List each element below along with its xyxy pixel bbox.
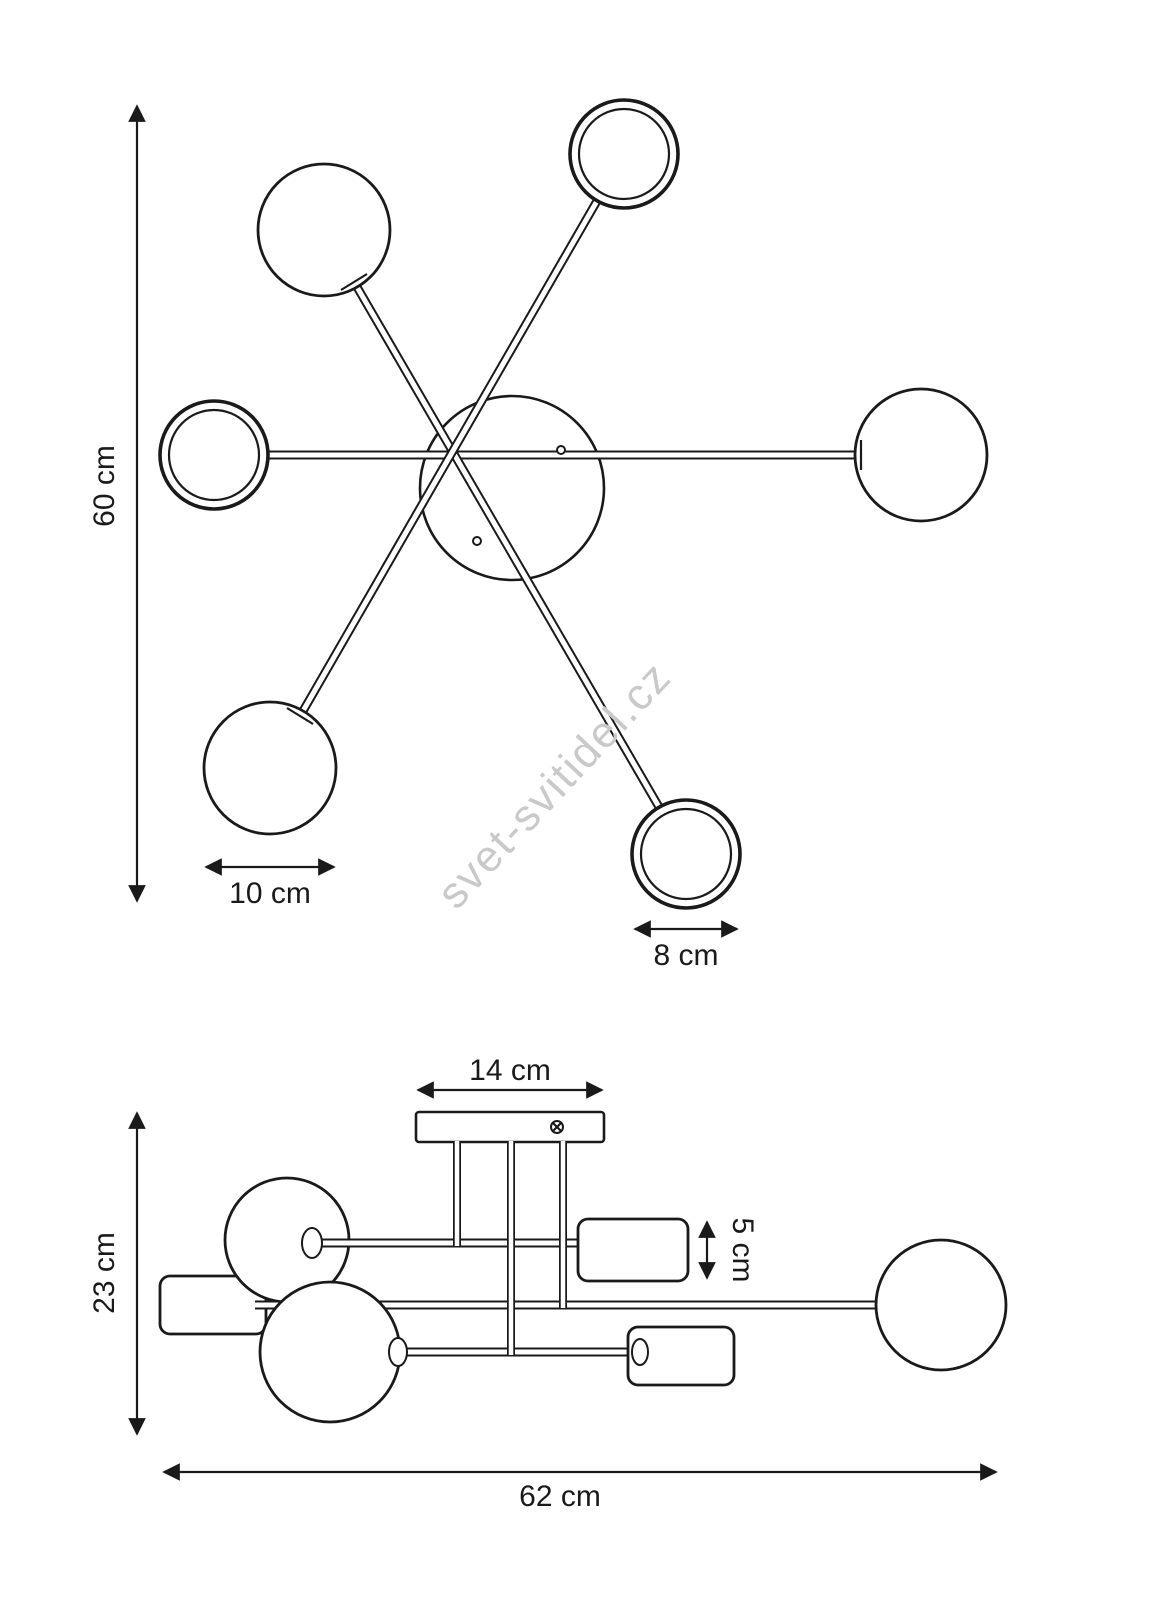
side-height-dimension: 23 cm [88, 1111, 146, 1436]
canopy-width-label: 14 cm [469, 1054, 551, 1087]
socket-detail-lower-left [388, 1337, 408, 1367]
socket-detail-lower-right [631, 1338, 649, 1366]
globe-bottom-left [202, 700, 338, 836]
side-width-dimension: 62 cm [162, 1463, 998, 1513]
plate-screw-top [556, 445, 566, 455]
socket-lower-right [626, 1325, 736, 1387]
canopy-width-dimension: 14 cm [416, 1054, 604, 1099]
top-height-dimension: 60 cm [88, 104, 146, 903]
ring-bottom-right [630, 798, 742, 910]
globe-diameter-label: 10 cm [229, 877, 311, 910]
rod-diagonal-left [353, 284, 663, 810]
canopy-plate-side [414, 1110, 606, 1144]
ring-diameter-dimension: 8 cm [633, 920, 739, 972]
ring-diameter-label: 8 cm [653, 939, 718, 972]
plate-screw-bottom [472, 536, 482, 546]
socket-height-dimension: 5 cm [698, 1217, 759, 1283]
side-height-label: 23 cm [88, 1232, 121, 1314]
top-height-dimension-label: 60 cm [88, 445, 121, 527]
canopy-plate-top [418, 394, 606, 582]
socket-upper-right [576, 1217, 690, 1283]
side-globe-lower-left [258, 1280, 408, 1424]
side-view: 14 cm [88, 1054, 1008, 1513]
ring-top-right [568, 98, 680, 210]
top-view: 60 cm [88, 98, 989, 972]
globe-right [853, 387, 989, 523]
socket-height-label: 5 cm [726, 1217, 759, 1282]
rod-diagonal-right [299, 198, 601, 714]
side-width-label: 62 cm [519, 1480, 601, 1513]
socket-detail-upper-left [301, 1227, 323, 1259]
globe-top-left [256, 162, 392, 298]
ring-left [158, 399, 270, 511]
side-globe-right [874, 1238, 1008, 1372]
globe-diameter-dimension: 10 cm [204, 858, 336, 910]
